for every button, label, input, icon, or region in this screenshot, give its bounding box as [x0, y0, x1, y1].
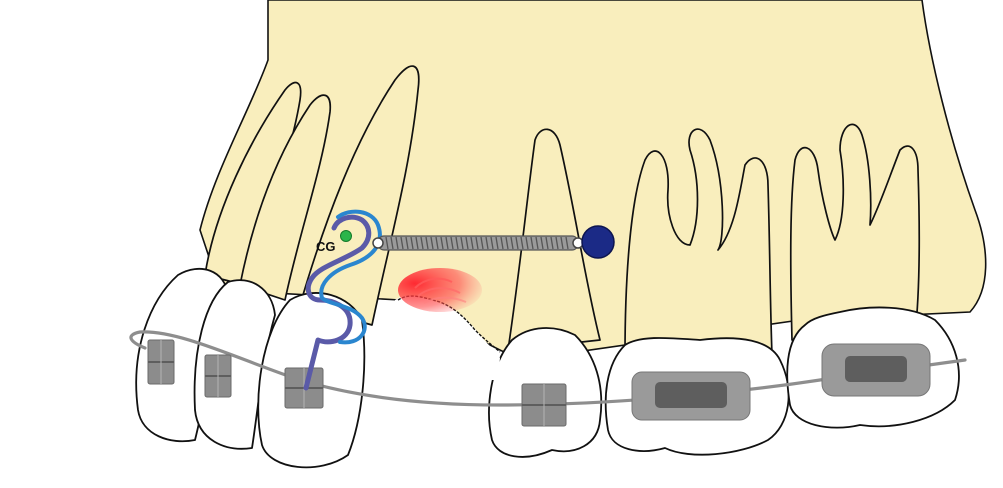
- nickel-titanium-coil-spring: [373, 236, 583, 250]
- root-first-molar: [625, 129, 772, 355]
- molar-tube-first-molar: [632, 372, 750, 420]
- molar-tube-second-molar: [822, 344, 930, 396]
- bracket-central-incisor: [148, 340, 174, 384]
- center-of-gravity-label: CG: [316, 239, 336, 254]
- root-second-molar: [791, 124, 919, 340]
- miniscrew-head: [582, 226, 614, 258]
- bracket-first-premolar: [522, 384, 566, 426]
- bracket-lateral-incisor: [205, 355, 231, 397]
- bone-pressure-zone: [398, 268, 482, 312]
- center-of-gravity-dot: [341, 231, 352, 242]
